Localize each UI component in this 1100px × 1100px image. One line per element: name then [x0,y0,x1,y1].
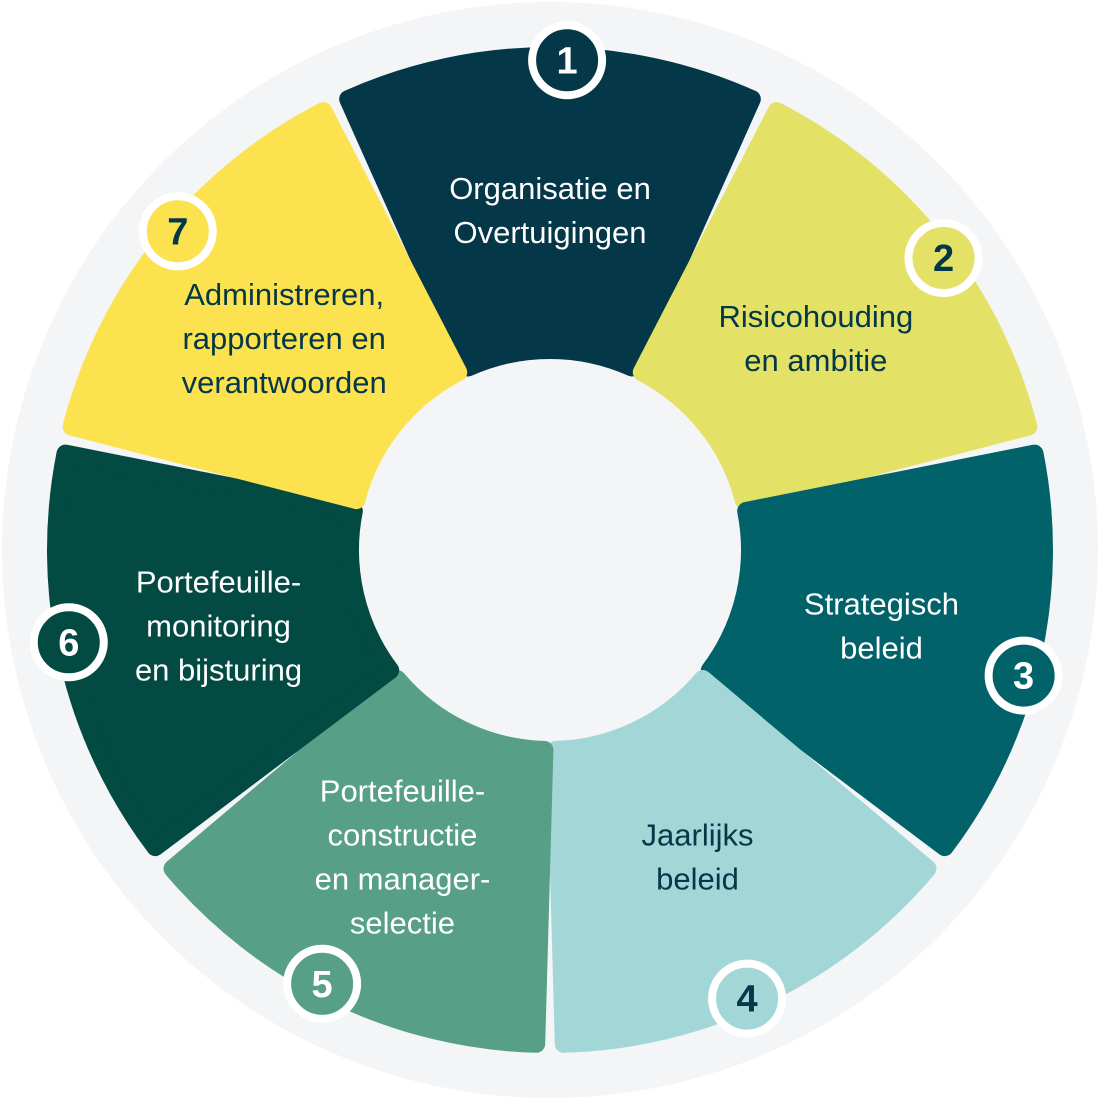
label-line-jaarlijks: Jaarlijks [642,817,754,852]
label-line-monitoring: monitoring [146,609,291,644]
badges-group: 1 2 3 4 5 6 7 [29,21,1063,1038]
label-step-6: Portefeuille-monitoring en bijsturing [135,565,302,688]
label-line-constructie: constructie [328,817,478,852]
step-1-badge: 1 [528,21,607,100]
label-line-overtuigingen: Overtuigingen [453,215,646,250]
badge-circle [708,959,787,1038]
label-line-administreren: Administreren, [184,277,384,312]
badge-number: 3 [1013,656,1034,698]
step-2-badge: 2 [904,219,983,298]
label-step-2: Risicohouding en ambitie [718,299,913,378]
badge-circle [984,636,1063,715]
label-step-5: Portefeuille-constructie en manager-selec… [315,773,491,940]
step-6-badge: 6 [29,603,108,682]
segment-step-2[interactable] [632,102,1038,510]
segment-step-3[interactable] [700,444,1053,857]
label-line-portefeuille: Portefeuille- [320,773,485,808]
badge-circle [283,944,362,1023]
labels-group: Organisatie en OvertuigingenRisicohouding… [135,171,959,940]
label-line-selectie: selectie [350,905,455,940]
label-step-3: Strategisch beleid [804,587,959,666]
step-4-badge: 4 [708,959,787,1038]
label-step-1: Organisatie en Overtuigingen [449,171,651,250]
label-line-strategisch: Strategisch [804,587,959,622]
step-3-badge: 3 [984,636,1063,715]
label-line-risicohouding: Risicohouding [718,299,913,334]
badge-number: 2 [933,238,954,280]
segment-step-7[interactable] [62,102,468,510]
label-line-en-ambitie: en ambitie [744,343,887,378]
label-step-4: Jaarlijks beleid [642,817,754,896]
badge-circle [528,21,607,100]
badge-number: 4 [736,979,757,1021]
step-5-badge: 5 [283,944,362,1023]
label-line-beleid: beleid [656,861,739,896]
badge-number: 5 [312,964,333,1006]
label-line-portefeuille: Portefeuille- [136,565,301,600]
segments-group [47,47,1053,1053]
label-line-rapporteren-en: rapporteren en [182,321,385,356]
badge-number: 1 [557,40,578,82]
label-line-en-manager: en manager- [315,861,491,896]
label-line-beleid: beleid [840,631,923,666]
badge-circle [29,603,108,682]
label-line-verantwoorden: verantwoorden [182,365,387,400]
badge-number: 6 [58,622,79,664]
segment-step-6[interactable] [47,444,400,857]
step-7-badge: 7 [138,192,217,271]
badge-circle [904,219,983,298]
label-line-organisatie-en: Organisatie en [449,171,651,206]
label-line-en-bijsturing: en bijsturing [135,653,302,688]
segment-step-4[interactable] [546,670,937,1053]
segment-step-1[interactable] [339,47,761,377]
badge-circle [138,192,217,271]
badge-number: 7 [167,211,188,253]
segment-step-5[interactable] [163,670,554,1053]
label-step-7: Administreren, rapporteren en verantwoorde… [182,277,387,400]
